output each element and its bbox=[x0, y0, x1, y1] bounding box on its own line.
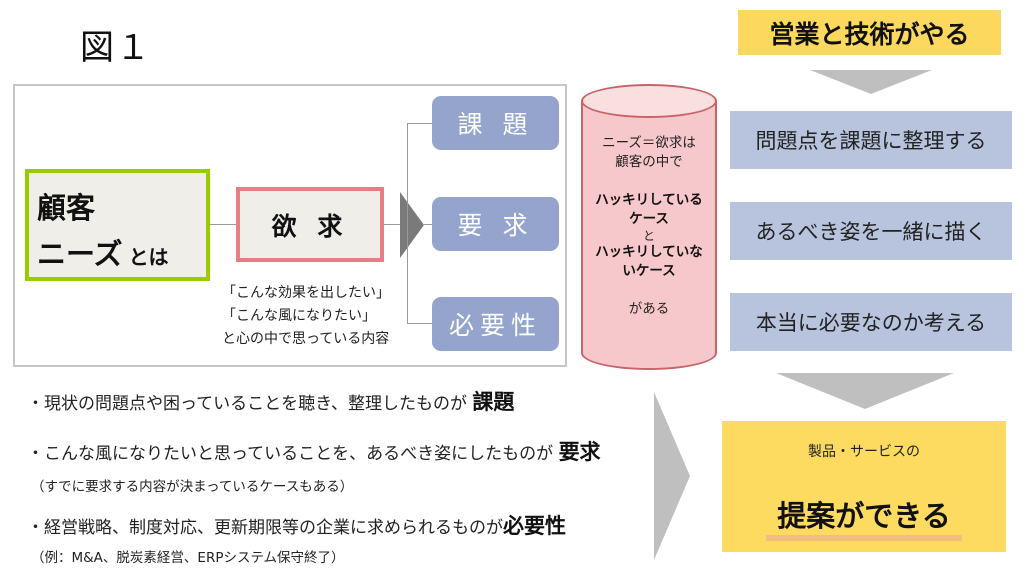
connector-to-issue bbox=[407, 123, 434, 124]
needs-title-suffix: とは bbox=[128, 245, 169, 269]
connector-to-necessity bbox=[407, 323, 434, 324]
right-chevron-icon bbox=[654, 392, 690, 560]
step-consider-necessity: 本当に必要なのか考える bbox=[730, 293, 1012, 351]
desire-note-1: 「こんな効果を出したい」 bbox=[222, 285, 390, 301]
desire-box: 欲 求 bbox=[236, 187, 384, 262]
desire-note-2: 「こんな風になりたい」 bbox=[222, 308, 376, 324]
customer-needs-box: 顧客 ニーズとは bbox=[25, 169, 210, 281]
cyl-line1: ニーズ＝欲求は bbox=[602, 135, 696, 151]
cylinder-text: ニーズ＝欲求は 顧客の中で ハッキリしている ケース と ハッキリしていな いケ… bbox=[585, 134, 713, 319]
connector-desire-arrow bbox=[384, 224, 402, 225]
bullet-necessity-note: （例：M&A、脱炭素経営、ERPシステム保守終了） bbox=[31, 550, 345, 566]
needs-title-line1: 顧客 bbox=[37, 191, 96, 225]
cyl-bold2a: ハッキリしていな bbox=[595, 244, 703, 260]
cyl-bold1a: ハッキリしている bbox=[595, 192, 703, 208]
cyl-and: と bbox=[642, 229, 655, 243]
cyl-line2: 顧客の中で bbox=[615, 154, 683, 170]
figure-label: 図１ bbox=[80, 28, 152, 68]
step-draw-ideal: あるべき姿を一緒に描く bbox=[730, 202, 1012, 260]
cyl-tail: がある bbox=[628, 301, 670, 317]
desire-notes: 「こんな効果を出したい」 「こんな風になりたい」 と心の中で思っている内容 bbox=[222, 282, 390, 351]
bullet-requirement-text: ・こんな風になりたいと思っていることを、あるべき姿にしたものが bbox=[27, 444, 559, 464]
result-title: 提案ができる bbox=[777, 499, 951, 533]
cylinder-body bbox=[581, 100, 717, 353]
connector-needs-desire bbox=[210, 224, 236, 225]
result-subtitle: 製品・サービスの bbox=[808, 444, 920, 460]
category-necessity: 必要性 bbox=[432, 297, 559, 351]
needs-title-line2: ニーズとは bbox=[37, 231, 169, 273]
bullet-requirement-keyword: 要求 bbox=[558, 440, 601, 464]
down-arrow-icon bbox=[810, 70, 932, 94]
cylinder-top bbox=[581, 84, 717, 118]
connector-to-requirement bbox=[424, 224, 434, 225]
step-organize-issues: 問題点を課題に整理する bbox=[730, 111, 1012, 169]
bullet-issue-keyword: 課題 bbox=[472, 390, 515, 414]
sales-tech-banner: 営業と技術がやる bbox=[738, 10, 1001, 55]
bullet-issue: ・現状の問題点や困っていることを聴き、整理したものが 課題 bbox=[27, 386, 514, 416]
bullet-necessity-text: ・経営戦略、制度対応、更新期限等の企業に求められるものが bbox=[27, 518, 503, 538]
bullet-necessity: ・経営戦略、制度対応、更新期限等の企業に求められるものが必要性 bbox=[27, 510, 566, 540]
needs-title-main: ニーズ bbox=[37, 237, 123, 271]
down-arrow-large-icon bbox=[776, 373, 954, 409]
bullet-issue-text: ・現状の問題点や困っていることを聴き、整理したものが bbox=[27, 394, 473, 414]
cyl-bold2b: いケース bbox=[622, 263, 676, 279]
proposal-result-box: 製品・サービスの 提案ができる bbox=[722, 421, 1006, 552]
cyl-bold1b: ケース bbox=[629, 211, 669, 227]
branch-vertical-line bbox=[407, 123, 408, 323]
branch-arrow-icon bbox=[400, 192, 424, 258]
category-issue: 課 題 bbox=[432, 96, 559, 150]
desire-note-3: と心の中で思っている内容 bbox=[222, 331, 390, 347]
bullet-necessity-keyword: 必要性 bbox=[503, 514, 566, 538]
result-underline bbox=[766, 535, 962, 541]
category-requirement: 要 求 bbox=[432, 197, 559, 251]
bullet-requirement: ・こんな風になりたいと思っていることを、あるべき姿にしたものが 要求 bbox=[27, 436, 601, 466]
bullet-requirement-note: （すでに要求する内容が決まっているケースもある） bbox=[31, 479, 354, 495]
